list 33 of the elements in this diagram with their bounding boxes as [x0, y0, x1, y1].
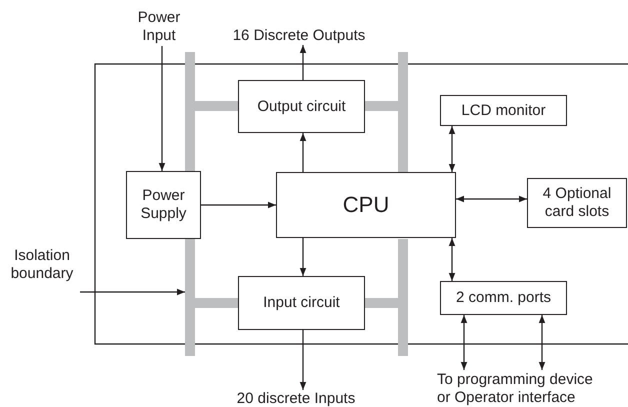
block-label: Input circuit: [263, 294, 340, 312]
block-label: CPU: [342, 192, 390, 218]
io-label: To programming device or Operator interface: [437, 370, 605, 407]
process-box: [527, 178, 627, 228]
block-label: Power Supply: [140, 187, 188, 223]
bus-bar: [398, 239, 408, 356]
arrow: [538, 315, 546, 370]
arrow: [460, 315, 468, 370]
process-box: [440, 95, 567, 126]
io-label: Power Input: [128, 8, 190, 46]
process-box: [126, 171, 201, 239]
process-box: [238, 276, 365, 330]
process-box: [238, 80, 365, 133]
io-label: 16 Discrete Outputs: [222, 27, 376, 45]
io-label: Isolation boundary: [4, 246, 80, 284]
block-label: LCD monitor: [461, 102, 546, 120]
bus-bar: [185, 239, 195, 356]
process-box: [276, 172, 456, 238]
arrow: [448, 126, 456, 172]
arrow: [300, 330, 306, 390]
arrow: [456, 196, 527, 202]
process-box: [440, 281, 567, 315]
io-label: 20 discrete Inputs: [225, 390, 367, 407]
arrow: [158, 46, 166, 171]
arrow: [300, 238, 306, 276]
arrow: [448, 238, 456, 281]
arrow: [80, 288, 185, 296]
arrow: [300, 45, 306, 80]
arrow: [201, 202, 276, 208]
arrow: [300, 133, 306, 172]
block-label: 2 comm. ports: [456, 289, 552, 307]
block-label: 4 Optional card slots: [542, 185, 612, 221]
block-label: Output circuit: [257, 98, 346, 116]
